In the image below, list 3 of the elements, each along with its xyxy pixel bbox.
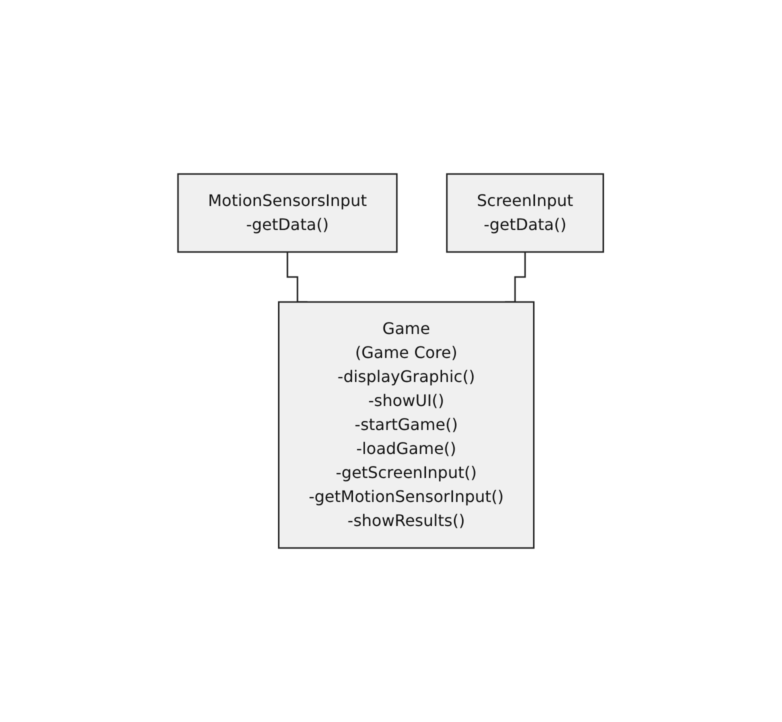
node-box: ScreenInput -getData() — [446, 173, 604, 253]
node-box: MotionSensorsInput -getData() — [178, 173, 398, 253]
node-box: Game (Game Core) -displayGraphic() -showUI() -startGame() -loadGame() -getScreenInput() -getMotionSensorInput() -showResults() — [278, 301, 535, 549]
